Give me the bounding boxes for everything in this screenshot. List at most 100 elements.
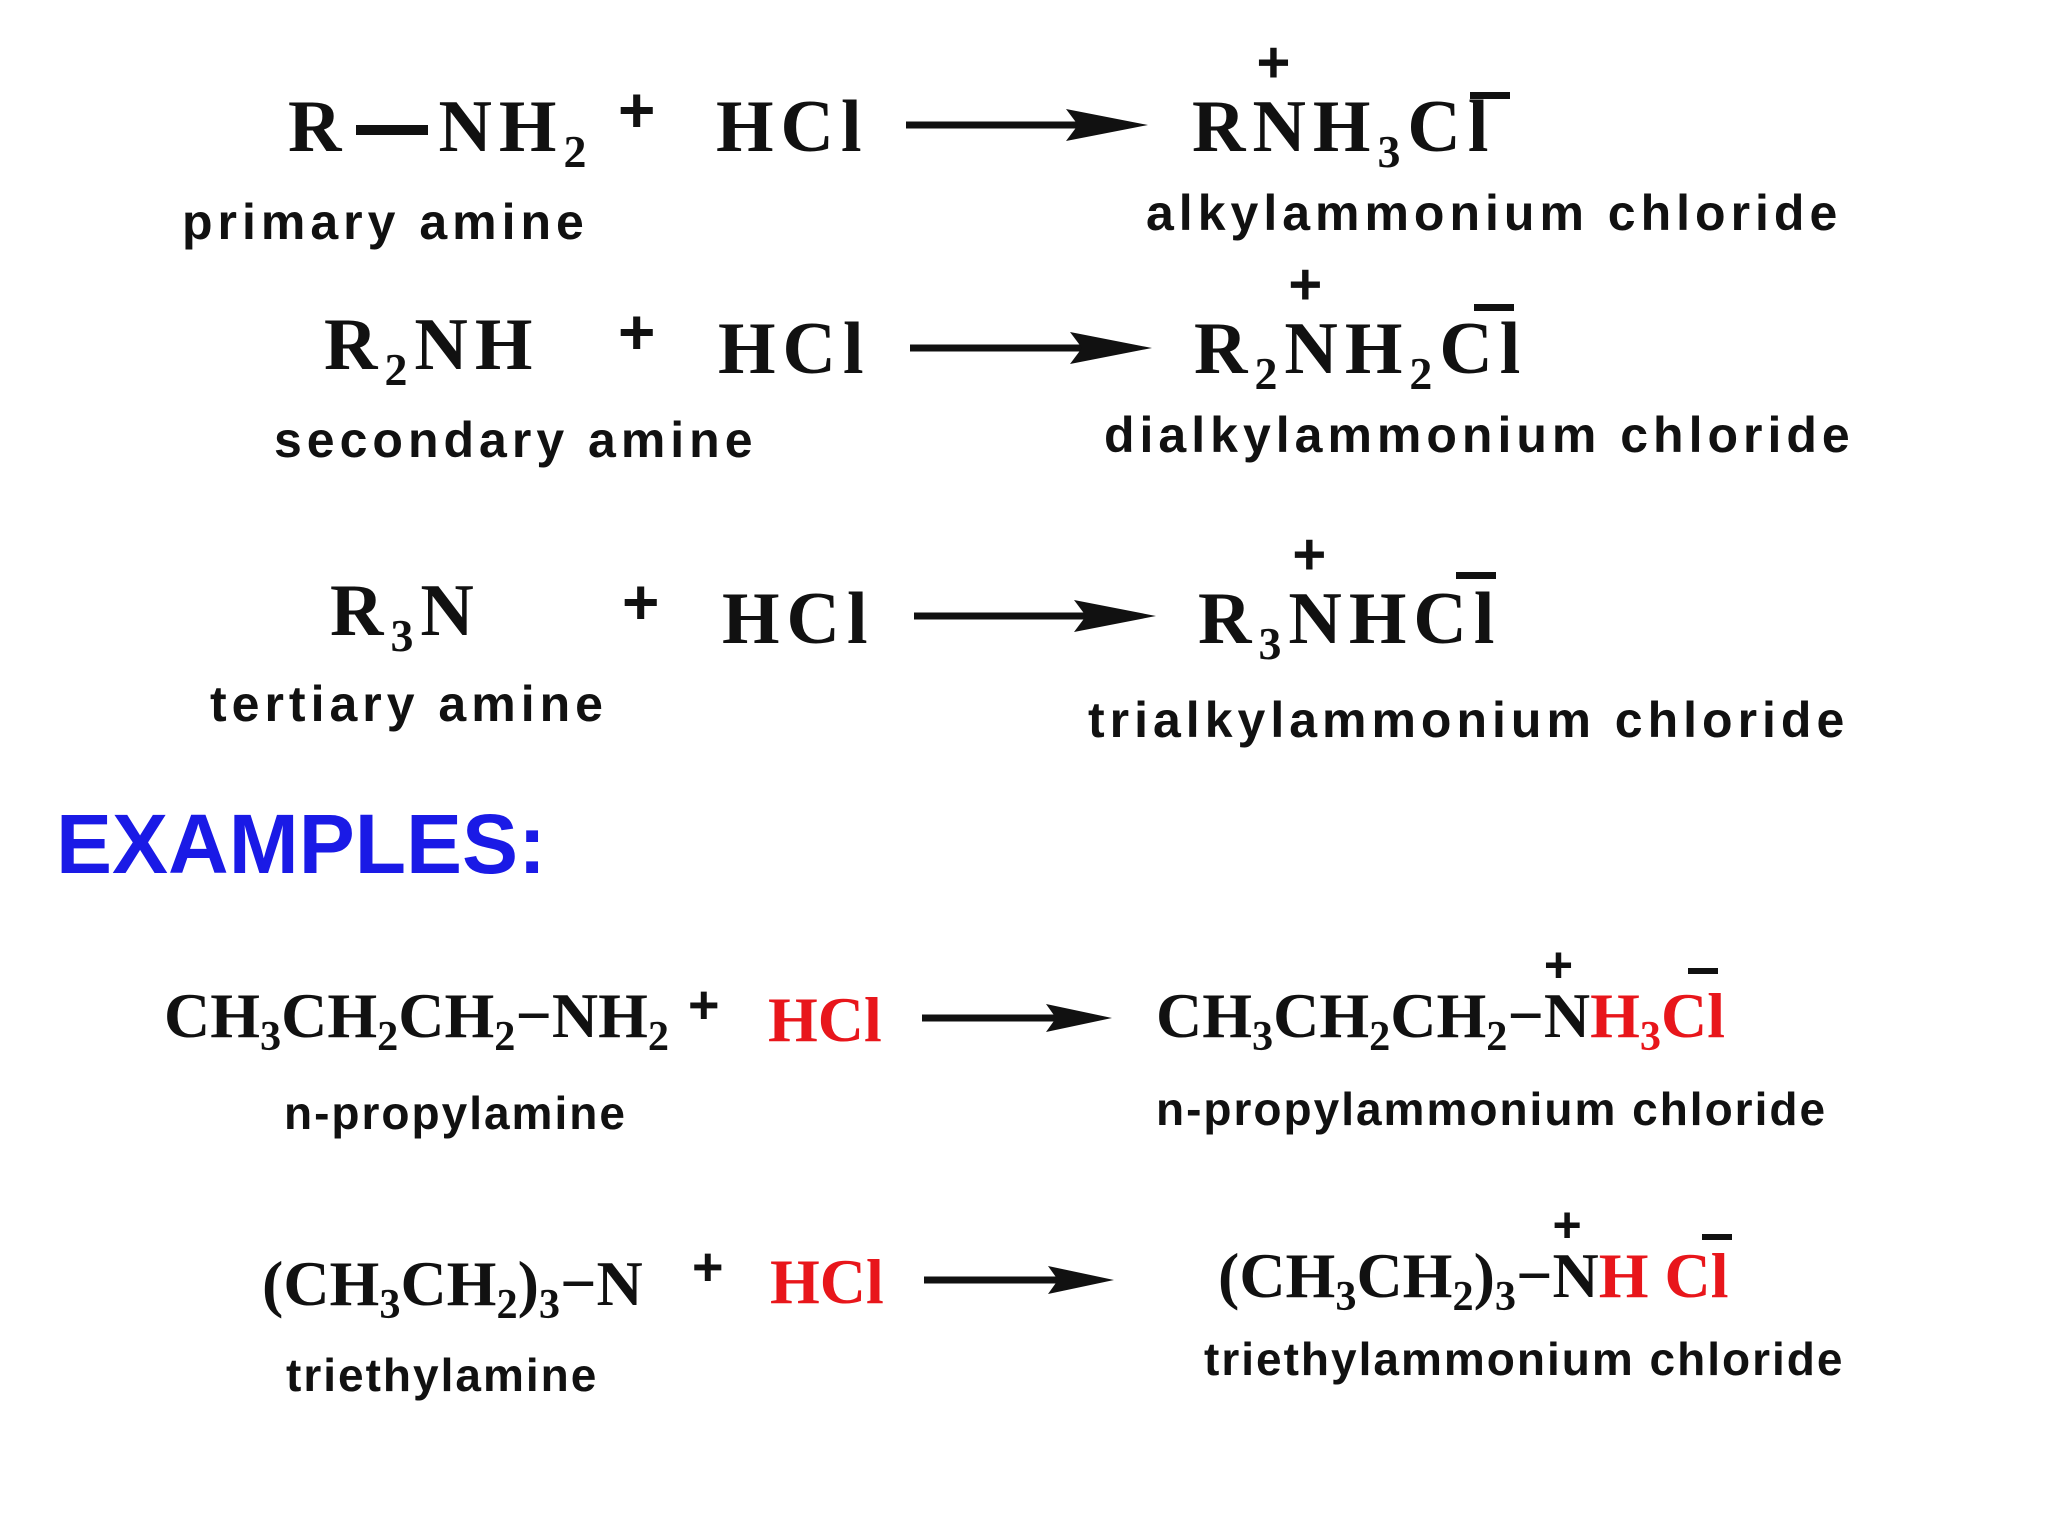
n-propylammonium-label: n-propylammonium chloride	[1156, 1083, 1828, 1135]
formula-part: )	[1473, 1240, 1495, 1311]
positive-charge: +	[1543, 937, 1574, 993]
formula-part: R	[1198, 578, 1259, 660]
alkylammonium-label: alkylammonium chloride	[1146, 185, 1843, 241]
formula-subscript: 2	[1452, 1272, 1474, 1320]
negative-charge	[1474, 304, 1514, 311]
plus-sign: +	[688, 975, 720, 1035]
formula-part: N	[1252, 86, 1313, 168]
formula-subscript: 2	[1486, 1012, 1508, 1060]
formula-part: HCl	[1348, 578, 1502, 660]
charged-nitrogen: N+	[1288, 526, 1349, 660]
triethylammonium-formula: (CH3CH2)3−N+H Cl	[1218, 1200, 1728, 1317]
n-propylamine-formula: CH3CH2CH2−NH2	[164, 984, 669, 1058]
n-propylamine-label: n-propylamine	[284, 1087, 627, 1139]
trialkylammonium-formula: R3N+HCl	[1198, 526, 1501, 667]
formula-part: CH	[1390, 980, 1487, 1051]
charged-nitrogen: N+	[1543, 940, 1591, 1051]
formula-part: CH	[1273, 980, 1370, 1051]
formula-subscript: 2	[1254, 347, 1285, 399]
formula-subscript: 3	[1639, 1012, 1661, 1060]
primary-amine-label: primary amine	[182, 194, 589, 250]
formula-part: Cl	[1407, 86, 1496, 168]
hcl-reagent: HCl	[716, 86, 869, 168]
hcl-reagent: HCl	[768, 984, 882, 1055]
formula-part: H	[1598, 1240, 1649, 1311]
formula-subscript: 2	[647, 1012, 669, 1060]
formula-part: N	[1552, 1240, 1599, 1311]
formula-part: −	[1516, 1240, 1553, 1311]
formula-part: CH	[398, 980, 495, 1051]
positive-charge: +	[1292, 522, 1327, 587]
n-propylammonium-formula: CH3CH2CH2−N+H3Cl	[1156, 940, 1725, 1057]
formula-part: −NH	[515, 980, 648, 1051]
positive-charge: +	[1552, 1197, 1582, 1253]
hcl-reagent: HCl	[718, 308, 871, 390]
plus-sign: +	[618, 296, 656, 368]
formula-part: H	[1344, 308, 1410, 390]
dialkylammonium-formula: R2N+H2Cl	[1194, 256, 1527, 397]
triethylamine-label: triethylamine	[286, 1349, 599, 1401]
dialkylammonium-label: dialkylammonium chloride	[1104, 407, 1855, 463]
formula-part: R	[288, 86, 349, 168]
formula-part: Cl	[1439, 308, 1528, 390]
plus-sign: +	[692, 1237, 724, 1297]
single-bond	[356, 125, 429, 136]
formula-part: R	[1194, 308, 1255, 390]
formula-part: CH	[281, 980, 378, 1051]
charged-nitrogen: N+	[1552, 1200, 1599, 1311]
formula-subscript: 3	[1335, 1272, 1357, 1320]
reaction-arrow	[910, 332, 1152, 364]
formula-subscript: 2	[563, 125, 594, 177]
hcl-reagent: HCl	[770, 1246, 884, 1317]
reaction-arrow	[906, 109, 1148, 141]
negative-charge	[1456, 572, 1496, 579]
plus-sign: +	[622, 566, 660, 638]
secondary-amine-formula: R2NH	[324, 308, 539, 392]
reaction-arrow	[924, 1266, 1114, 1294]
formula-subscript: 3	[1258, 617, 1289, 669]
formula-part: R	[330, 570, 391, 652]
formula-part: (CH	[1218, 1240, 1336, 1311]
formula-part: NH	[438, 86, 564, 168]
formula-subscript: 3	[260, 1012, 282, 1060]
formula-part: Cl	[1648, 1240, 1729, 1311]
tertiary-amine-label: tertiary amine	[210, 676, 608, 732]
formula-part: CH	[164, 980, 260, 1051]
triethylamine-formula: (CH3CH2)3−N	[262, 1252, 643, 1326]
formula-part: R	[324, 304, 385, 386]
formula-part: −	[1507, 980, 1544, 1051]
formula-subscript: 3	[379, 1280, 401, 1328]
plus-sign: +	[618, 74, 656, 146]
alkylammonium-formula: RN+H3Cl	[1192, 34, 1495, 175]
formula-part: )	[517, 1248, 539, 1319]
triethylammonium-label: triethylammonium chloride	[1204, 1333, 1845, 1385]
positive-charge: +	[1256, 30, 1291, 95]
formula-part: N	[1543, 980, 1591, 1051]
formula-part: H	[1590, 980, 1640, 1051]
reaction-arrow	[922, 1004, 1112, 1032]
formula-part: NH	[414, 304, 540, 386]
formula-part: Cl	[1660, 980, 1725, 1051]
formula-part: (CH	[262, 1248, 380, 1319]
formula-part: R	[1192, 86, 1253, 168]
formula-part: CH	[1156, 980, 1252, 1051]
formula-subscript: 2	[377, 1012, 399, 1060]
formula-subscript: 3	[1494, 1272, 1516, 1320]
examples-heading: EXAMPLES:	[56, 797, 547, 891]
formula-part: CH	[1356, 1240, 1453, 1311]
charged-nitrogen: N+	[1252, 34, 1313, 168]
formula-part: N	[420, 570, 481, 652]
formula-subscript: 3	[538, 1280, 560, 1328]
positive-charge: +	[1288, 252, 1323, 317]
tertiary-amine-formula: R3N	[330, 574, 481, 658]
formula-part: N	[1288, 578, 1349, 660]
formula-subscript: 3	[1377, 125, 1408, 177]
formula-subscript: 2	[496, 1280, 518, 1328]
secondary-amine-label: secondary amine	[274, 412, 758, 468]
formula-part: N	[1284, 308, 1345, 390]
hcl-reagent: HCl	[722, 578, 875, 660]
formula-subscript: 3	[1252, 1012, 1274, 1060]
formula-subscript: 2	[384, 343, 415, 395]
negative-charge	[1702, 1234, 1732, 1240]
